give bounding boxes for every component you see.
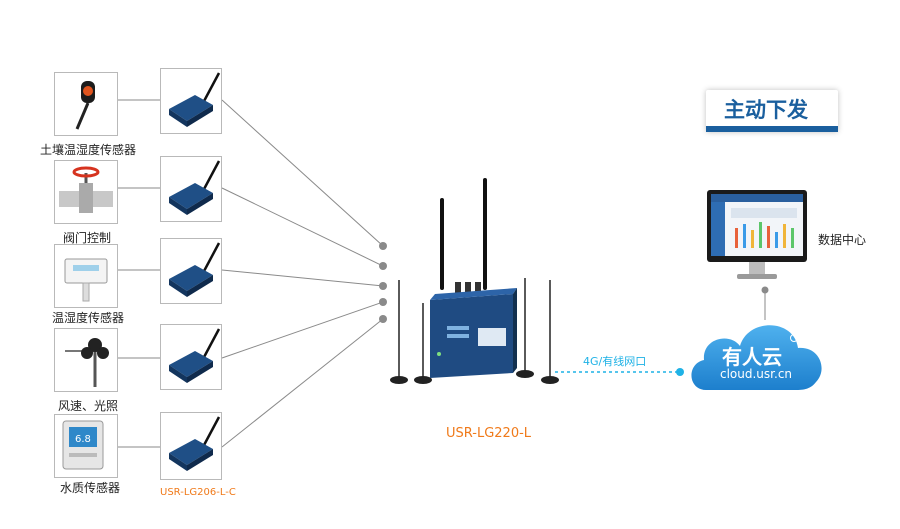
sensor-box-water: 6.8 [54, 414, 118, 478]
gateway-model-label: USR-LG220-L [446, 426, 532, 441]
sensor-label-soil: 土壤温湿度传感器 [40, 143, 137, 157]
command-badge: 主动下发 [706, 90, 838, 132]
cloud-url: cloud.usr.cn [720, 367, 793, 381]
gateway-device-icon [390, 178, 559, 384]
lora-node-icon [169, 242, 221, 297]
node-box-2 [160, 156, 222, 222]
line-node5-gateway [221, 318, 384, 448]
sensor-label-thermo: 温湿度传感器 [52, 311, 125, 325]
svg-text:6.8: 6.8 [75, 434, 91, 445]
command-badge-label: 主动下发 [724, 98, 808, 122]
anemometer-icon [65, 338, 109, 387]
lora-node-icon [169, 416, 221, 471]
lora-node-icon [169, 328, 221, 383]
water-quality-meter-icon: 6.8 [62, 420, 104, 470]
valve-icon [59, 166, 113, 213]
node-box-3 [160, 238, 222, 304]
soil-probe-icon [75, 81, 95, 130]
line-node4-gateway [221, 301, 384, 359]
line-node2-gateway [221, 187, 384, 267]
cloud-icon [691, 325, 822, 390]
sensor-box-wind [54, 328, 118, 392]
node-box-1 [160, 68, 222, 134]
datacenter-label: 数据中心 [818, 233, 867, 247]
node-box-5 [160, 412, 222, 480]
sensor-label-wind: 风速、光照 [58, 399, 119, 413]
link-label: 4G/有线网口 [583, 355, 647, 368]
sensor-box-valve [54, 160, 118, 224]
thermo-hygrometer-icon [64, 258, 108, 302]
sensor-box-thermo [54, 244, 118, 308]
line-node1-gateway [221, 99, 384, 247]
cloud-name: 有人云 [722, 345, 782, 369]
monitor-icon [707, 190, 807, 279]
sensor-label-water: 水质传感器 [60, 481, 121, 495]
lora-node-icon [169, 160, 221, 215]
node-model-label: USR-LG206-L-C [160, 487, 236, 498]
sensor-box-soil [54, 72, 118, 136]
badge-underline [706, 126, 838, 132]
node-box-4 [160, 324, 222, 390]
lora-node-icon [169, 72, 221, 127]
sensor-label-valve: 阀门控制 [63, 231, 112, 245]
line-node3-gateway [221, 269, 384, 287]
